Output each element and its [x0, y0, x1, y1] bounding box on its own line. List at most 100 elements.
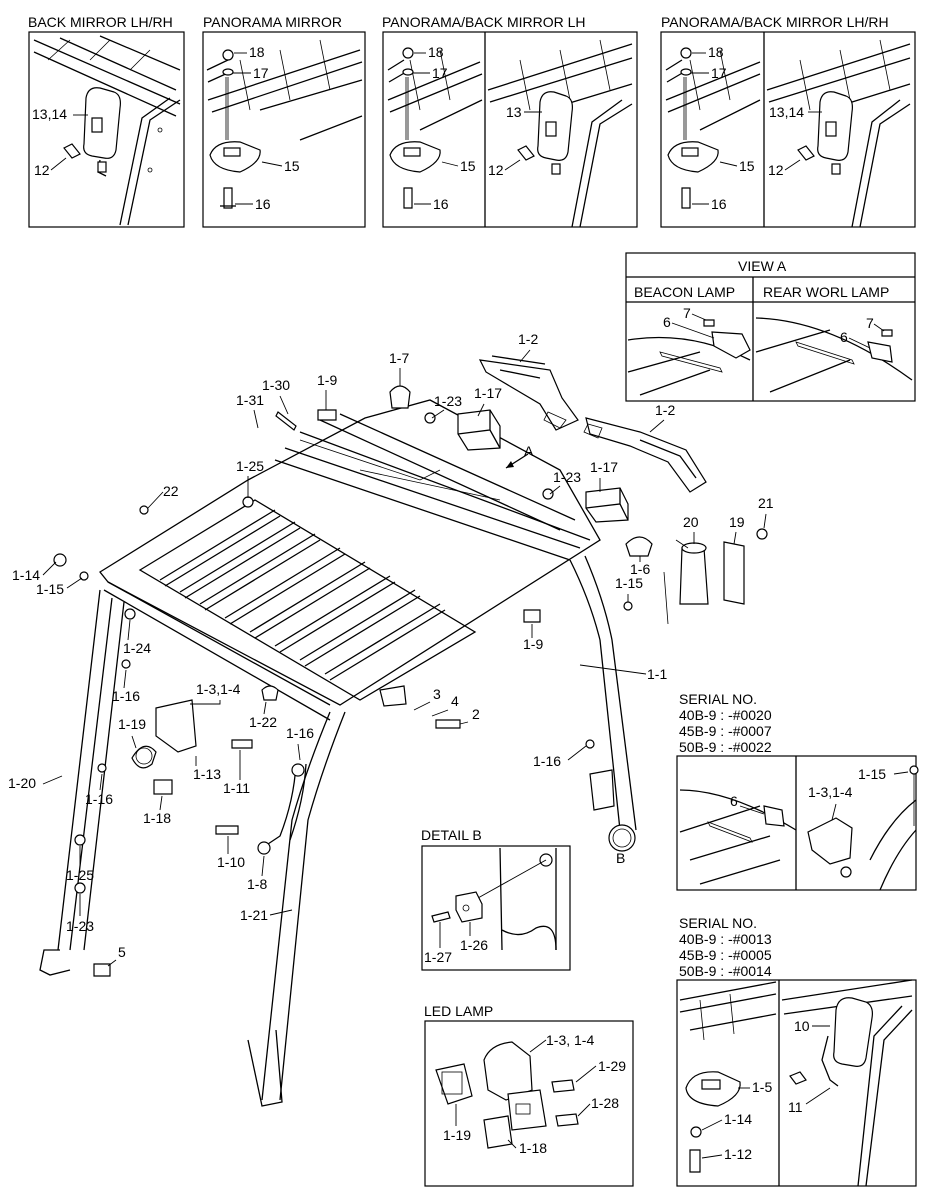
callout-c59: 1-18	[143, 810, 171, 826]
callout-c10: 16	[433, 196, 449, 212]
panel-title-view-a: VIEW A	[738, 258, 787, 274]
callout-c74: 6	[730, 793, 738, 809]
panel-back-mirror: BACK MIRROR LH/RH 13,14 12	[28, 14, 185, 228]
panel-serial-1: SERIAL NO. 40B-9 : -#0020 45B-9 : -#0007…	[676, 691, 919, 891]
callout-c20: 6	[663, 314, 671, 330]
callout-c81: 1-12	[724, 1146, 752, 1162]
overhead-guard	[39, 355, 768, 1107]
callout-c50: 4	[451, 693, 459, 709]
callout-c24: 1-2	[655, 402, 675, 418]
serial-1-line1: 40B-9 : -#0020	[679, 707, 772, 723]
callout-c35: 22	[163, 483, 179, 499]
callout-c77: 10	[794, 1018, 810, 1034]
callout-c36: 20	[683, 514, 699, 530]
callout-c61: 1-8	[247, 876, 267, 892]
panel-panorama-back-lhrh: PANORAMA/BACK MIRROR LH/RH 18 17 15 16 1…	[660, 14, 916, 228]
callout-c65: 1-21	[240, 907, 268, 923]
callout-c30: 1-17	[474, 385, 502, 401]
callout-c11: 13	[506, 104, 522, 120]
serial-2-line3: 50B-9 : -#0014	[679, 963, 772, 979]
panel-led-lamp: LED LAMP 1-3, 1-4 1-29 1-28 1-19 1-18	[424, 1003, 634, 1187]
callout-c19: 7	[683, 305, 691, 321]
callout-c31: A	[524, 443, 534, 459]
callout-c60: 1-10	[217, 854, 245, 870]
callout-c80: 1-14	[724, 1111, 752, 1127]
callout-c17: 13,14	[769, 104, 804, 120]
callout-c38: 21	[758, 495, 774, 511]
callout-c69: 1-3, 1-4	[546, 1032, 594, 1048]
panel-panorama-mirror: PANORAMA MIRROR 18 17 15 16	[202, 14, 366, 228]
callout-c57: 1-20	[8, 775, 36, 791]
panel-title-panorama-mirror: PANORAMA MIRROR	[203, 14, 342, 30]
callout-c66: 5	[118, 944, 126, 960]
callout-c41: 1-14	[12, 567, 40, 583]
main-callouts: 1-2 1-2 1-7 1-9 1-30 1-31 1-23 1-17 A 1-…	[8, 331, 774, 967]
callout-c51: 2	[472, 706, 480, 722]
callout-c04: 17	[253, 65, 269, 81]
serial-1-title: SERIAL NO.	[679, 691, 757, 707]
callout-c67: 1-27	[424, 949, 452, 965]
callout-c47: 1-3,1-4	[196, 681, 241, 697]
callout-c18: 12	[768, 162, 784, 178]
callout-c72: 1-19	[443, 1127, 471, 1143]
callout-c53: 1-13	[193, 766, 221, 782]
panel-serial-2: SERIAL NO. 40B-9 : -#0013 45B-9 : -#0005…	[676, 915, 917, 1187]
callout-c49: 3	[433, 686, 441, 702]
panel-title-panorama-back-lh: PANORAMA/BACK MIRROR LH	[382, 14, 586, 30]
serial-2-line2: 45B-9 : -#0005	[679, 947, 772, 963]
callout-c45: 1-24	[123, 640, 151, 656]
callout-c48: 1-22	[249, 714, 277, 730]
callout-c37: 19	[729, 514, 745, 530]
callout-c75: 1-15	[858, 766, 886, 782]
panel-title-panorama-back-lhrh: PANORAMA/BACK MIRROR LH/RH	[661, 14, 889, 30]
callout-c28: 1-31	[236, 392, 264, 408]
panel-detail-b: DETAIL B 1-27 1-26	[421, 827, 571, 971]
callout-c22: 6	[840, 329, 848, 345]
callout-c76: 1-3,1-4	[808, 784, 853, 800]
callout-c79: 11	[788, 1099, 803, 1115]
panel-title-detail-b: DETAIL B	[421, 827, 482, 843]
callout-c06: 16	[255, 196, 271, 212]
callout-c54: 1-11	[223, 780, 250, 796]
callout-c42: 1-15	[36, 581, 64, 597]
panel-title-back-mirror: BACK MIRROR LH/RH	[28, 14, 173, 30]
callout-c32: 1-23	[553, 469, 581, 485]
serial-1-line2: 45B-9 : -#0007	[679, 723, 772, 739]
callout-c13: 18	[708, 44, 724, 60]
callout-c07: 18	[428, 44, 444, 60]
callout-c44: 1-1	[647, 666, 667, 682]
callout-c01: 13,14	[32, 106, 67, 122]
callout-c08: 17	[432, 65, 448, 81]
callout-c46: 1-16	[112, 688, 140, 704]
callout-c29: 1-23	[434, 393, 462, 409]
callout-c63: 1-25	[66, 867, 94, 883]
callout-c71: 1-28	[591, 1095, 619, 1111]
callout-c21: 7	[866, 315, 874, 331]
panel-title-led-lamp: LED LAMP	[424, 1003, 493, 1019]
callout-c39: 1-6	[630, 561, 650, 577]
callout-c34: 1-25	[236, 458, 264, 474]
callout-c25: 1-7	[389, 350, 409, 366]
callout-c15: 15	[739, 158, 755, 174]
callout-c52: 1-19	[118, 716, 146, 732]
callout-c05: 15	[284, 158, 300, 174]
callout-c12: 12	[488, 162, 504, 178]
callout-c70: 1-29	[598, 1058, 626, 1074]
panel-title-beacon-lamp: BEACON LAMP	[634, 284, 735, 300]
callout-c27: 1-30	[262, 377, 290, 393]
callout-c02: 12	[34, 162, 50, 178]
callout-c23: 1-2	[518, 331, 538, 347]
callout-c56: 1-16	[533, 753, 561, 769]
callout-c43: 1-9	[523, 636, 543, 652]
callout-c68: 1-26	[460, 937, 488, 953]
callout-c14: 17	[711, 65, 727, 81]
serial-2-line1: 40B-9 : -#0013	[679, 931, 772, 947]
callout-c16: 16	[711, 196, 727, 212]
panel-view-a: VIEW A BEACON LAMP REAR WORL LAMP 7 6 7 …	[625, 252, 916, 402]
panel-title-rear-work-lamp: REAR WORL LAMP	[763, 284, 889, 300]
callout-c33: 1-17	[590, 459, 618, 475]
serial-1-line3: 50B-9 : -#0022	[679, 739, 772, 755]
serial-2-title: SERIAL NO.	[679, 915, 757, 931]
callout-c40: 1-15	[615, 575, 643, 591]
